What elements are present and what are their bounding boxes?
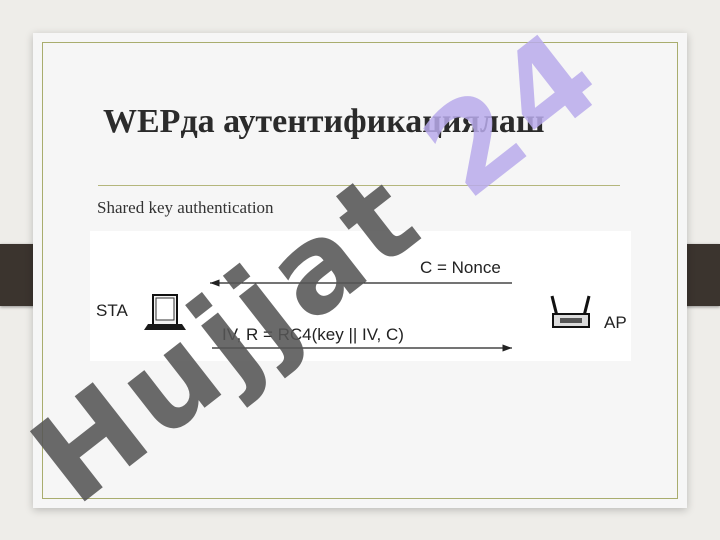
slide-subtitle: Shared key authentication [97, 198, 274, 217]
diagram-canvas: STA AP C = Nonce IV, R = RC4(key || IV, … [96, 258, 627, 352]
laptop-icon [144, 294, 186, 330]
slide-title: WEPда аутентификациялаш [103, 103, 545, 140]
router-icon [550, 295, 591, 328]
slide-frame [42, 42, 678, 499]
authentication-diagram: STA AP C = Nonce IV, R = RC4(key || IV, … [90, 231, 631, 361]
sta-label: STA [96, 301, 128, 320]
ap-label: AP [604, 313, 627, 332]
challenge-message: C = Nonce [420, 258, 501, 277]
response-message: IV, R = RC4(key || IV, C) [222, 325, 404, 344]
title-divider [98, 185, 620, 186]
